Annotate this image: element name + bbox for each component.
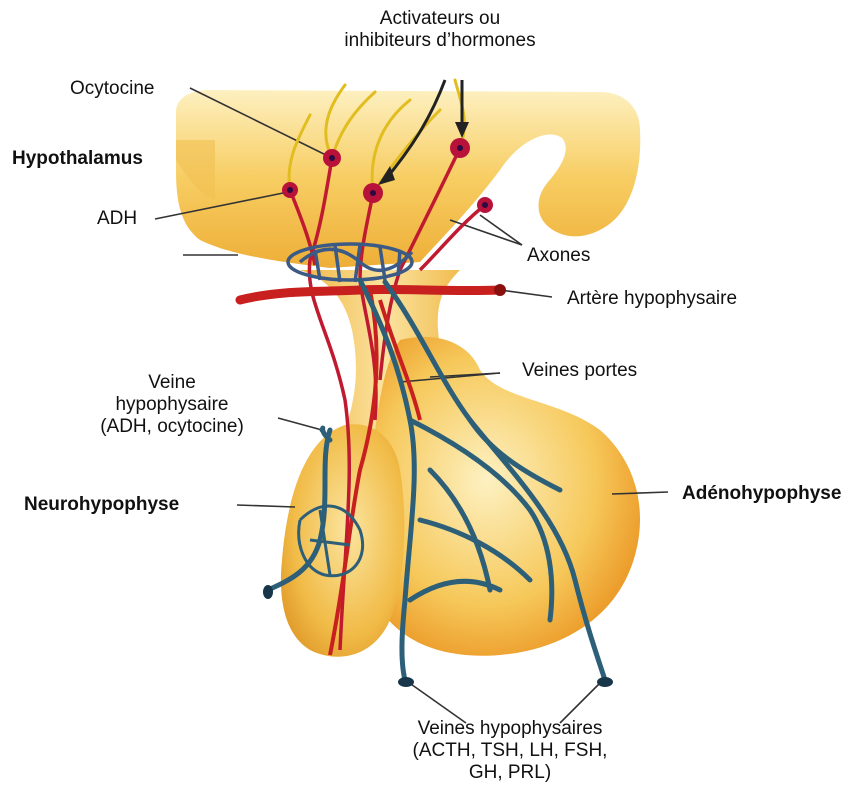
label-veines-bas-line2: (ACTH, TSH, LH, FSH, xyxy=(380,740,640,762)
vein-end-left xyxy=(398,677,414,687)
artery-end-right xyxy=(494,284,506,296)
label-artere: Artère hypophysaire xyxy=(567,288,737,310)
label-veine-hypophysaire: Veine hypophysaire (ADH, ocytocine) xyxy=(82,372,262,438)
label-hypothalamus: Hypothalamus xyxy=(12,148,143,170)
label-veines-hypophysaires: Veines hypophysaires (ACTH, TSH, LH, FSH… xyxy=(380,718,640,784)
label-adenohypophyse: Adénohypophyse xyxy=(682,483,841,505)
label-veines-bas-line1: Veines hypophysaires xyxy=(380,718,640,740)
vein-end-neuro xyxy=(263,585,273,599)
label-neurohypophyse: Neurohypophyse xyxy=(24,494,179,516)
label-ocytocine: Ocytocine xyxy=(70,78,154,100)
label-veine-line3: (ADH, ocytocine) xyxy=(82,416,262,438)
label-activateurs-line1: Activateurs ou xyxy=(320,8,560,30)
label-axones: Axones xyxy=(527,245,590,267)
label-adh: ADH xyxy=(97,208,137,230)
label-veine-line1: Veine xyxy=(82,372,262,394)
hypothalamus-tissue xyxy=(176,90,640,268)
vein-end-right xyxy=(597,677,613,687)
label-activateurs-line2: inhibiteurs d’hormones xyxy=(320,30,560,52)
label-activateurs: Activateurs ou inhibiteurs d’hormones xyxy=(320,8,560,52)
label-veines-bas-line3: GH, PRL) xyxy=(380,762,640,784)
label-veines-portes: Veines portes xyxy=(522,360,637,382)
label-veine-line2: hypophysaire xyxy=(82,394,262,416)
